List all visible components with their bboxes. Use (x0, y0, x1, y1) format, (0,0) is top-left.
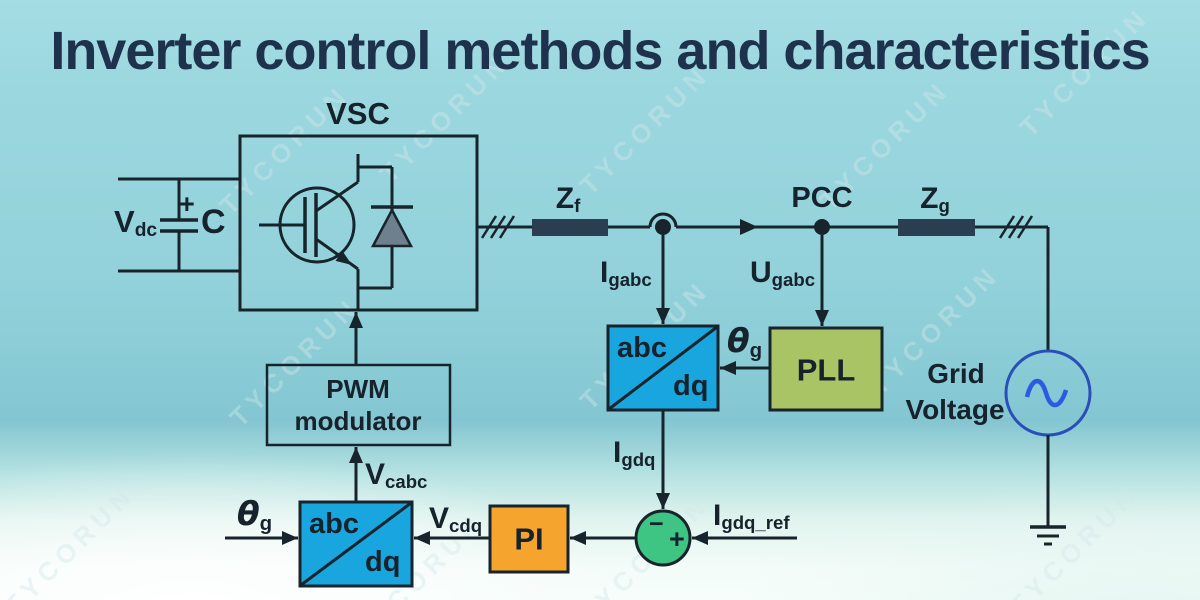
page-title: Inverter control methods and characteris… (50, 21, 1150, 81)
pll-label: PLL (796, 352, 856, 388)
diode-icon (370, 207, 414, 248)
igbt-emitter (315, 237, 360, 309)
zg-impedance (898, 219, 975, 236)
current-sense-node (655, 219, 671, 235)
theta-g-label: θg (727, 321, 763, 362)
igbt-collector (315, 154, 360, 213)
capacitor-icon (160, 218, 198, 233)
capacitor-label: C (201, 203, 226, 241)
flow-direction-arrow (740, 219, 758, 235)
vsc-label: VSC (326, 96, 390, 131)
vcdq-label: Vcdq (429, 502, 483, 537)
sine-wave-icon (1024, 378, 1069, 408)
capacitor-plus-label: + (179, 189, 195, 219)
ground-icon-bars (1037, 534, 1059, 546)
vcabc-label: Vcabc (365, 458, 428, 493)
current-sensor-arc (648, 212, 678, 228)
zg-label: Zg (920, 182, 950, 217)
pwm-modulator-box (265, 363, 452, 447)
wire-zg-grid (975, 225, 1050, 350)
igdq-label: Igdq (613, 436, 656, 471)
igabc-label: Igabc (600, 256, 652, 291)
grid-voltage-label-2: Voltage (905, 394, 1005, 425)
dq-label: dq (673, 370, 709, 402)
zf-label: Zf (555, 182, 581, 217)
vdc-label: Vdc (114, 204, 158, 242)
pi-label: PI (514, 521, 544, 557)
igbt-diode-connectors (358, 165, 392, 290)
zf-impedance (532, 219, 608, 236)
sum-plus-label: + (669, 524, 685, 554)
three-phase-slashes (480, 215, 516, 239)
igdq-ref-label: Igdq_ref (713, 499, 790, 534)
pi-block (488, 504, 570, 574)
grid-voltage-label-1: Grid (927, 358, 985, 389)
abc-dq-diagonal (300, 501, 412, 587)
abc-label: abc (309, 508, 359, 540)
pwm-label-2: modulator (294, 406, 422, 436)
ugabc-label: Ugabc (750, 256, 816, 291)
pwm-label-1: PWM (326, 374, 390, 404)
three-phase-slashes-grid (998, 215, 1034, 239)
sum-minus-label: − (649, 510, 664, 538)
abc-dq-diagonal (608, 325, 718, 411)
igbt-emitter-arrow (335, 251, 352, 265)
abc-label: abc (617, 332, 667, 364)
pcc-label: PCC (791, 182, 853, 214)
vsc-box (238, 134, 479, 312)
dq-label: dq (365, 546, 401, 578)
theta-g-input-label: θg (237, 494, 273, 535)
